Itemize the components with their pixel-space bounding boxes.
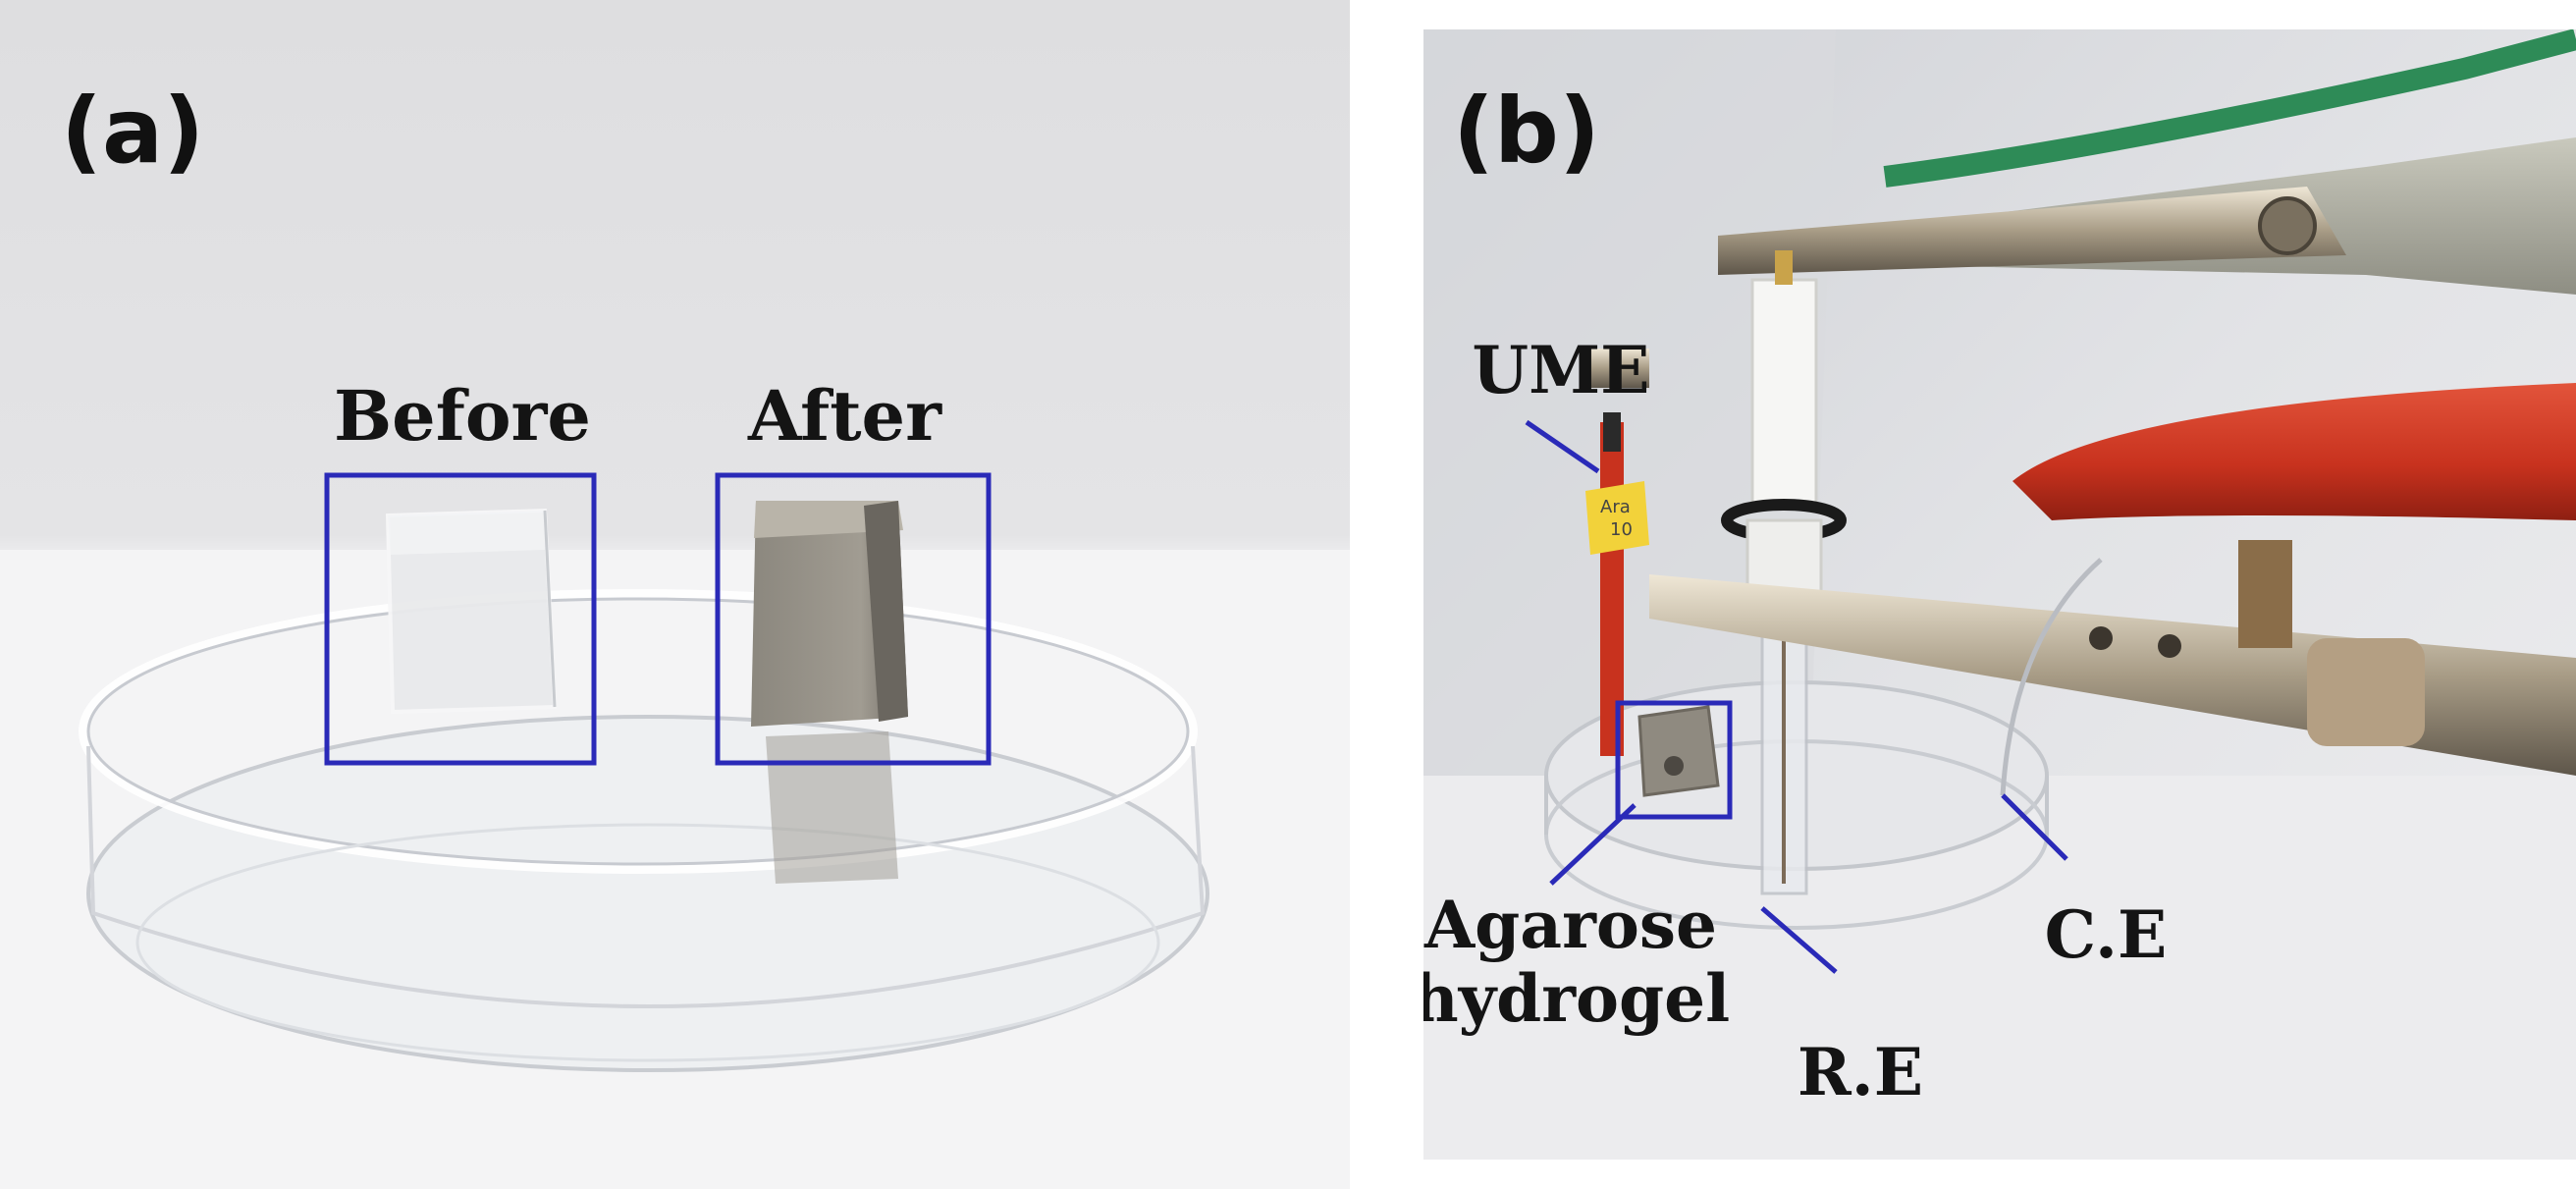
before-hydrogel-block <box>385 508 558 715</box>
panel-b-label: (b) <box>1453 79 1600 184</box>
ume-tag-text-2: 10 <box>1610 519 1633 540</box>
ce-pointer <box>2001 793 2068 861</box>
hydrogel-hole <box>1664 756 1684 776</box>
after-label: After <box>747 375 942 457</box>
after-hydrogel-block <box>751 501 908 884</box>
agarose-hydrogel-cube <box>1637 705 1720 797</box>
reference-electrode <box>1721 250 1847 895</box>
ume-pointer <box>1525 419 1600 474</box>
re-pointer <box>1760 906 1838 974</box>
ume-tag-text-1: Ara <box>1600 497 1631 517</box>
petri-dish <box>79 589 1209 1072</box>
grey-alligator-clip <box>1718 137 2576 295</box>
panel-a-photo: (a) Before After <box>0 0 1350 1189</box>
ce-label: C.E <box>2045 896 2168 973</box>
before-label: Before <box>334 375 591 457</box>
before-box <box>324 472 597 766</box>
agarose-pointer <box>1549 803 1637 886</box>
panel-b-svg: Ara 10 (b) UME Agarose hydrogel R.E C.E <box>1423 29 2576 1160</box>
ume-label: UME <box>1473 332 1650 408</box>
counter-electrode-wire <box>2000 558 2103 796</box>
agarose-label-line1: Agarose <box>1423 887 1717 963</box>
panel-b-photo: Ara 10 (b) UME Agarose hydrogel R.E C.E <box>1423 29 2576 1160</box>
hydrogel-box <box>1615 700 1733 820</box>
green-wire <box>1883 29 2576 188</box>
after-box <box>715 472 992 766</box>
ume-electrode: Ara 10 <box>1585 349 1649 756</box>
red-alligator-clip <box>2012 383 2576 520</box>
panel-a-label: (a) <box>61 79 204 184</box>
metal-alligator-clip <box>1649 540 2576 776</box>
panel-a-svg: (a) Before After <box>0 0 1350 1189</box>
re-label: R.E <box>1798 1034 1923 1110</box>
agarose-label-line2: hydrogel <box>1423 960 1730 1037</box>
